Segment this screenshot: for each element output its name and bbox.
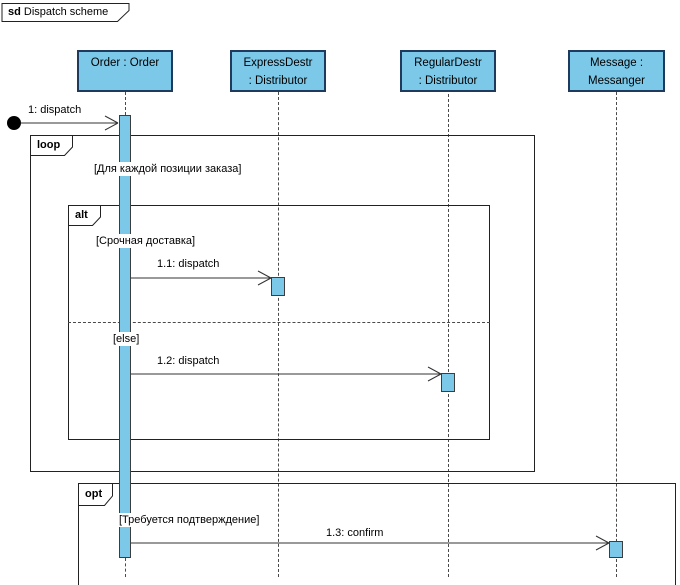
message-label-confirm[interactable]: 1.3: confirm: [324, 526, 386, 540]
lifeline-order-upper: [124, 92, 126, 115]
lifeline-label: Messanger: [588, 75, 645, 87]
diagram-title-name: Dispatch scheme: [23, 6, 109, 18]
lifeline-head-expressdestr[interactable]: ExpressDestr : Distributor: [230, 50, 326, 92]
message-label-dispatch-regular[interactable]: 1.2: dispatch: [155, 354, 222, 368]
loop-guard: [Для каждой позиции заказа]: [92, 162, 244, 176]
lifeline-label: ExpressDestr: [243, 57, 313, 69]
alt-else-divider: [68, 322, 490, 323]
message-label-dispatch[interactable]: 1: dispatch: [26, 103, 84, 117]
lifeline-label: Order : Order: [90, 57, 160, 69]
lifeline-label: Message :: [589, 57, 644, 69]
opt-guard: [Требуется подтверждение]: [117, 513, 262, 527]
lifeline-label: : Distributor: [248, 75, 308, 87]
activation-messanger[interactable]: [609, 541, 623, 558]
lifeline-head-regulardestr[interactable]: RegularDestr : Distributor: [400, 50, 496, 92]
lifeline-label: : Distributor: [418, 75, 478, 87]
found-message-endpoint: [7, 116, 21, 130]
alt-guard-if: [Срочная доставка]: [94, 234, 198, 248]
opt-operator-label: opt: [85, 488, 103, 500]
activation-regulardestr[interactable]: [441, 373, 455, 392]
lifeline-head-order[interactable]: Order : Order: [77, 50, 173, 92]
fragment-opt[interactable]: [78, 483, 676, 585]
lifeline-regulardestr: [447, 94, 449, 577]
diagram-title: sd Dispatch scheme: [8, 4, 108, 20]
lifeline-order-lower: [124, 558, 126, 577]
lifeline-label: RegularDestr: [414, 57, 482, 69]
loop-operator-label: loop: [37, 139, 61, 151]
open-arrowhead-icon: [104, 115, 119, 131]
alt-operator-label: alt: [75, 209, 88, 221]
alt-guard-else: [else]: [111, 332, 142, 346]
diagram-title-keyword: sd: [8, 6, 21, 18]
lifeline-messanger: [615, 92, 617, 577]
activation-expressdestr[interactable]: [271, 277, 285, 296]
lifeline-head-messanger[interactable]: Message : Messanger: [568, 50, 665, 92]
fragment-loop[interactable]: [30, 135, 535, 472]
lifeline-expressdestr: [277, 92, 279, 577]
message-label-dispatch-express[interactable]: 1.1: dispatch: [155, 257, 222, 271]
